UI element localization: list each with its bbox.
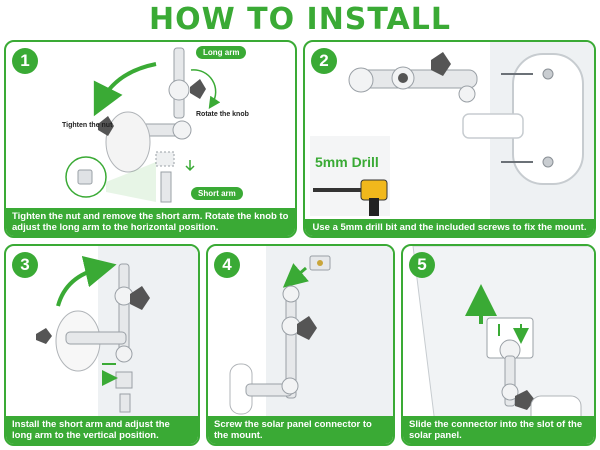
long-arm-label: Long arm	[196, 46, 247, 59]
step-number: 2	[311, 48, 337, 74]
step-2-panel: 2 5mm Drill Use a 5mm drill bit and the …	[303, 40, 596, 238]
step-1-illustration	[65, 47, 221, 203]
step-5-panel: 5 Slide the connector into the slot of t…	[401, 244, 596, 446]
step-caption: Tighten the nut and remove the short arm…	[6, 208, 295, 236]
step-number: 5	[409, 252, 435, 278]
step-caption: Screw the solar panel connector to the m…	[208, 416, 393, 444]
page-title: HOW TO INSTALL	[148, 2, 452, 37]
step-caption: Use a 5mm drill bit and the included scr…	[305, 219, 594, 236]
step-4-panel: 4 Screw the solar panel connector to the…	[206, 244, 395, 446]
step-3-illustration	[36, 246, 198, 444]
step-number: 4	[214, 252, 240, 278]
step-3-panel: 3 Install the short arm and adjust the l…	[4, 244, 200, 446]
short-arm-label: Short arm	[191, 187, 243, 200]
step-caption: Slide the connector into the slot of the…	[403, 416, 594, 444]
step-4-illustration	[229, 246, 393, 444]
tighten-nut-label: Tighten the nut	[62, 122, 113, 129]
drill-size-label: 5mm Drill	[315, 154, 379, 170]
rotate-knob-label: Rotate the knob	[196, 111, 249, 118]
step-1-panel: 1 Long arm Rotate the knob Tighten the n…	[4, 40, 297, 238]
step-number: 1	[12, 48, 38, 74]
step-caption: Install the short arm and adjust the lon…	[6, 416, 198, 444]
step-2-illustration	[310, 42, 594, 236]
step-number: 3	[12, 252, 38, 278]
